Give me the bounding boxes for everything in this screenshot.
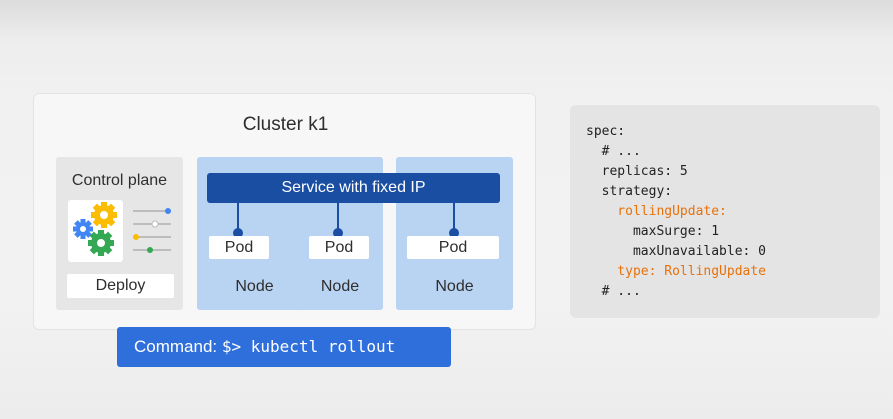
yaml-line: maxUnavailable: 0 bbox=[586, 244, 767, 259]
yaml-line: spec: bbox=[586, 124, 626, 139]
yaml-line-highlight: rollingUpdate: bbox=[586, 204, 727, 219]
pod-3: Pod bbox=[407, 236, 499, 259]
connector-line bbox=[337, 203, 339, 233]
yaml-spec-panel: spec: # ... replicas: 5 strategy: rollin… bbox=[570, 105, 880, 318]
yaml-line: # ... bbox=[586, 284, 641, 299]
control-plane: Control plane bbox=[56, 157, 183, 310]
deploy-box: Deploy bbox=[67, 274, 174, 298]
command-box: Command: $> kubectl rollout bbox=[117, 327, 451, 367]
connector-dot bbox=[333, 228, 343, 238]
yaml-line: replicas: 5 bbox=[586, 164, 688, 179]
yellow-gear-icon bbox=[91, 202, 117, 228]
connector-line bbox=[453, 203, 455, 233]
control-plane-title: Control plane bbox=[71, 172, 168, 189]
node-label: Node bbox=[235, 278, 274, 295]
yaml-line: # ... bbox=[586, 144, 641, 159]
connector-line bbox=[237, 203, 239, 233]
connector-dot bbox=[233, 228, 243, 238]
yaml-line: maxSurge: 1 bbox=[586, 224, 720, 239]
green-gear-icon bbox=[88, 230, 114, 256]
node-label: Node bbox=[435, 278, 474, 295]
command-text: $> kubectl rollout bbox=[221, 337, 396, 356]
yaml-line-highlight: type: RollingUpdate bbox=[586, 264, 767, 279]
pod-1: Pod bbox=[209, 236, 269, 259]
cluster-title: Cluster k1 bbox=[242, 114, 329, 135]
gears-icon bbox=[68, 200, 123, 262]
command-prefix: Command: bbox=[134, 337, 222, 356]
service-with-fixed-ip: Service with fixed IP bbox=[207, 173, 500, 203]
node-label: Node bbox=[320, 278, 360, 295]
connector-dot bbox=[449, 228, 459, 238]
sliders-icon bbox=[131, 207, 175, 259]
yaml-line: strategy: bbox=[586, 184, 673, 199]
pod-2: Pod bbox=[309, 236, 369, 259]
